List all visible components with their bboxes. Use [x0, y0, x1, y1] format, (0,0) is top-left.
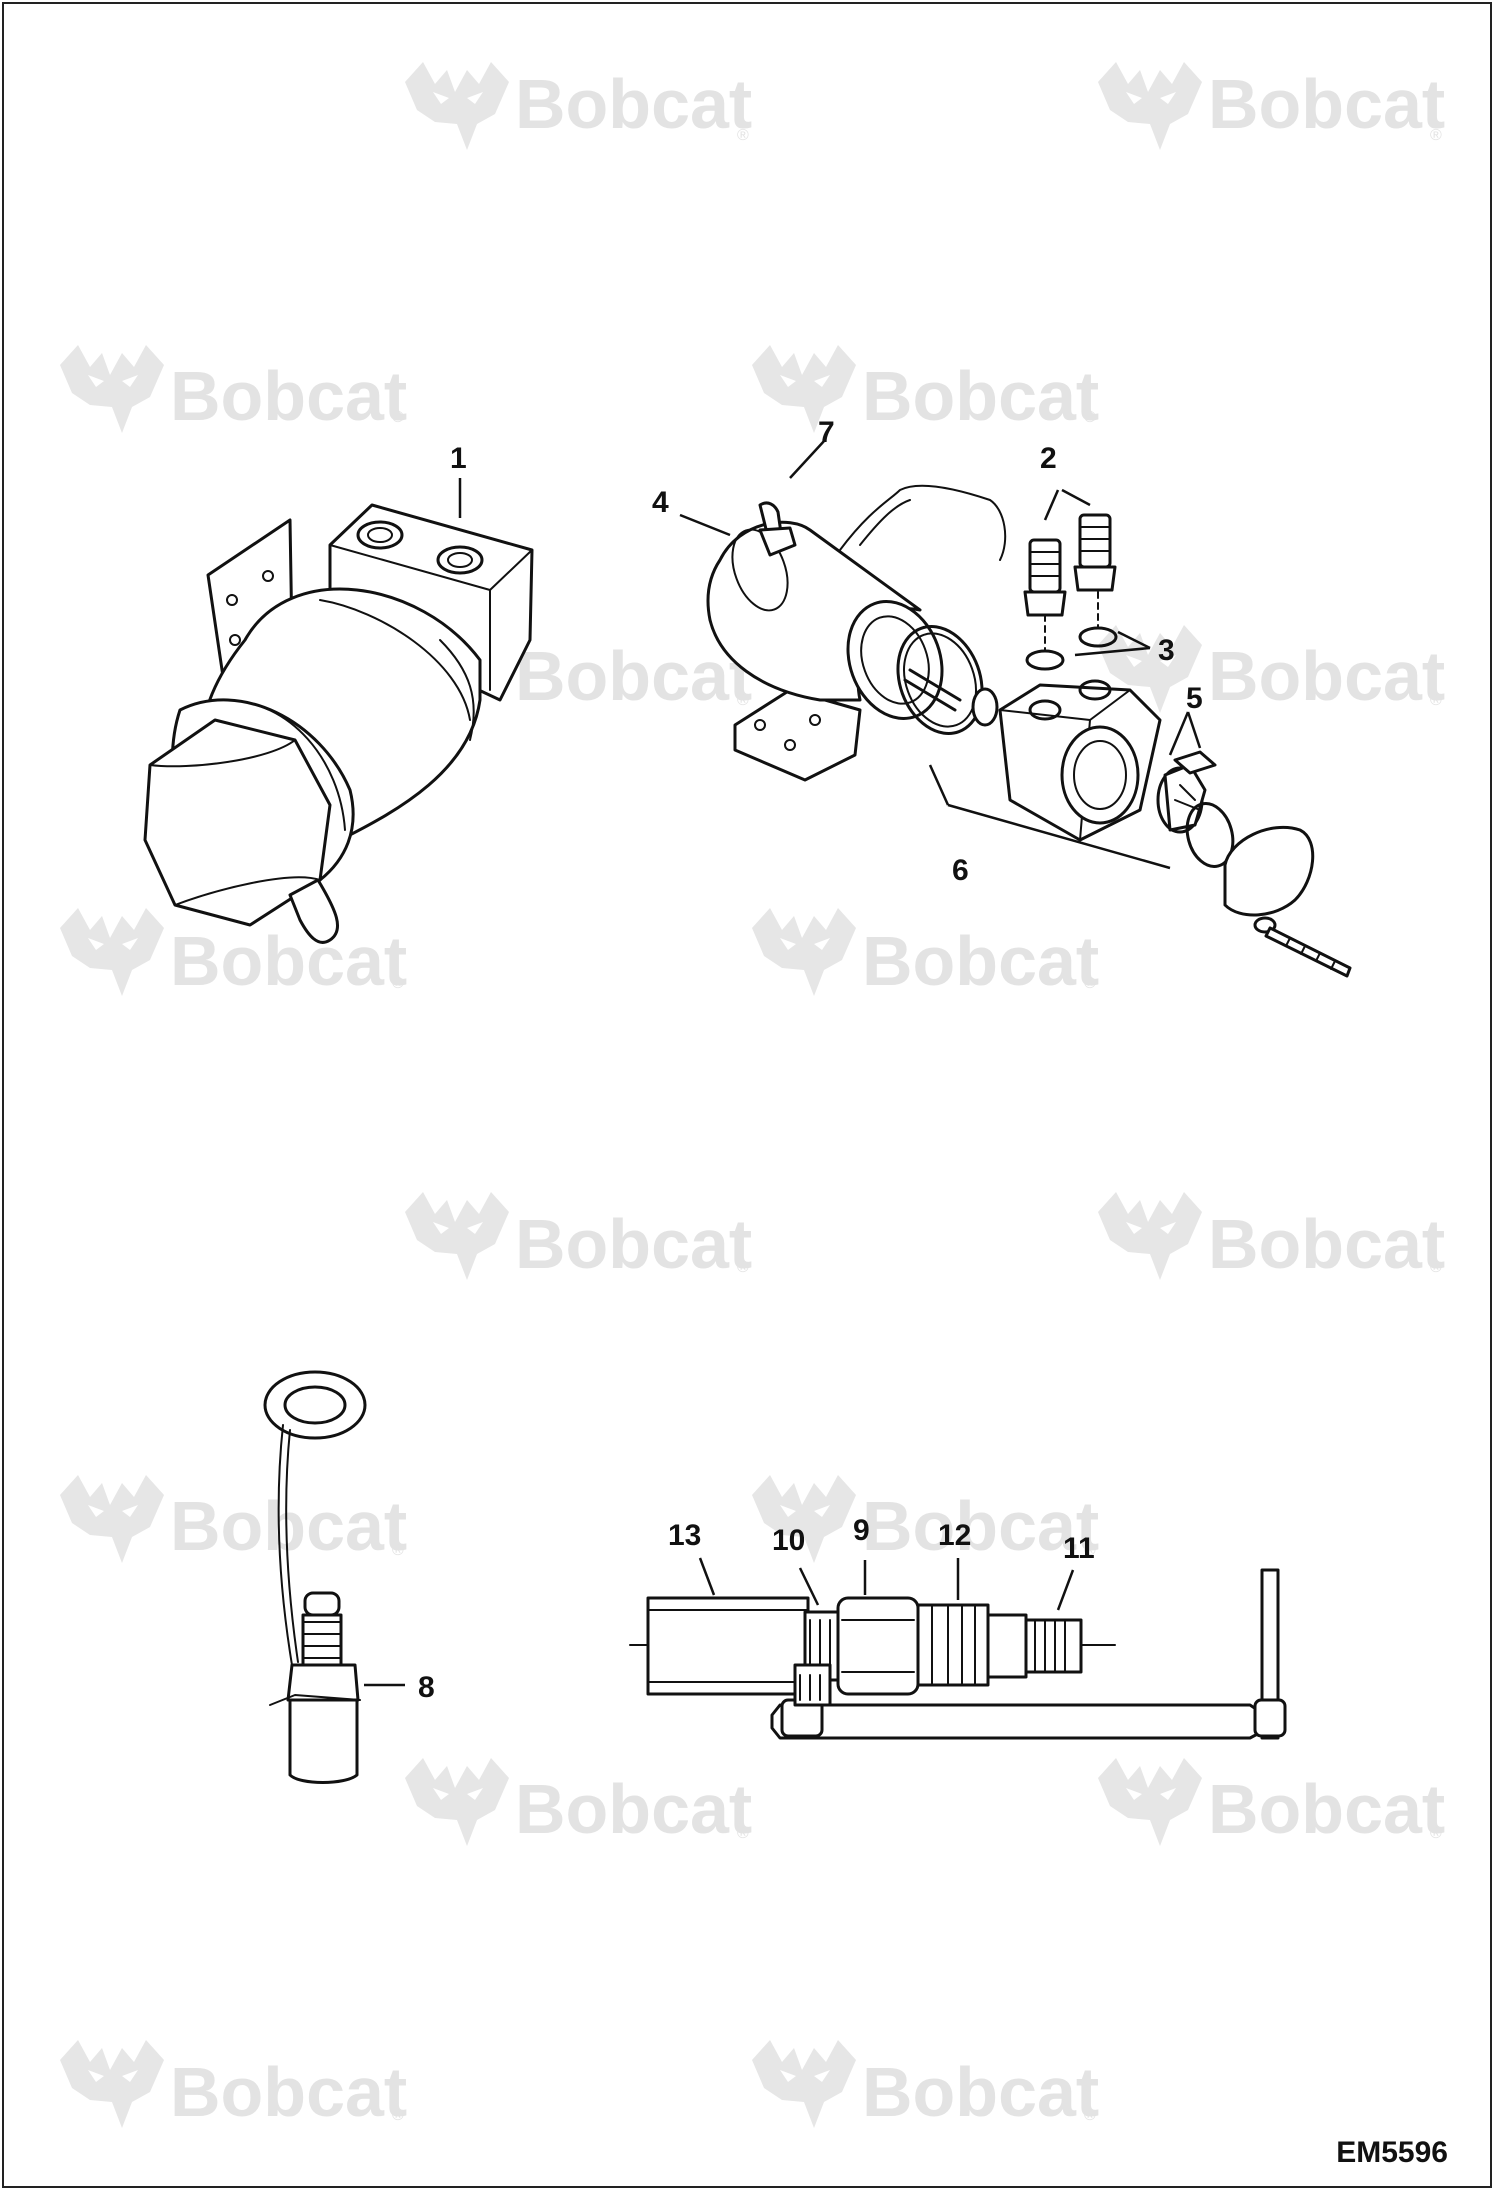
watermark-reg-mark: ®: [1430, 127, 1442, 144]
callout-8: 8: [418, 1671, 435, 1704]
exploded-pump-drawing: [679, 439, 1352, 978]
callout-5: 5: [1186, 682, 1203, 715]
callout-10: 10: [772, 1524, 805, 1557]
watermark-reg-mark: ®: [737, 1259, 749, 1276]
watermark-reg-mark: ®: [1430, 1825, 1442, 1842]
watermark-reg-mark: ®: [1084, 2107, 1096, 2124]
watermark-reg-mark: ®: [392, 1542, 404, 1559]
watermark-text: Bobcat: [515, 65, 752, 143]
watermark-reg-mark: ®: [1430, 692, 1442, 709]
watermark-text: Bobcat: [1208, 1770, 1445, 1848]
watermark-layer: Bobcat ® Bobcat ® Bobcat ® Bobcat ® Bobc…: [60, 62, 1445, 2131]
watermark-reg-mark: ®: [392, 975, 404, 992]
coupler-cap-drawing: [263, 1370, 405, 1784]
watermark-reg-mark: ®: [737, 127, 749, 144]
watermark-reg-mark: ®: [1084, 975, 1096, 992]
callout-12: 12: [938, 1519, 971, 1552]
callout-13: 13: [668, 1519, 701, 1552]
watermark-text: Bobcat: [170, 2053, 407, 2131]
watermark-text: Bobcat: [170, 1487, 407, 1565]
watermark-reg-mark: ®: [1430, 1259, 1442, 1276]
callout-11: 11: [1063, 1532, 1095, 1565]
watermark-reg-mark: ®: [392, 2107, 404, 2124]
watermark-reg-mark: ®: [1084, 409, 1096, 426]
callout-4: 4: [652, 486, 669, 519]
watermark-reg-mark: ®: [737, 692, 749, 709]
watermark-text: Bobcat: [862, 2053, 1099, 2131]
watermark-text: Bobcat: [515, 637, 752, 715]
watermark-text: Bobcat: [170, 922, 407, 1000]
watermark-reg-mark: ®: [1084, 1542, 1096, 1559]
callout-7: 7: [818, 416, 835, 449]
callout-6: 6: [952, 854, 969, 887]
watermark-text: Bobcat: [862, 357, 1099, 435]
callout-2: 2: [1040, 442, 1057, 475]
watermark-reg-mark: ®: [737, 1825, 749, 1842]
callout-1: 1: [450, 442, 467, 475]
watermark-text: Bobcat: [1208, 65, 1445, 143]
watermark-text: Bobcat: [515, 1205, 752, 1283]
watermark-text: Bobcat: [1208, 637, 1445, 715]
pump-assembly-drawing: [143, 478, 534, 944]
watermark-text: Bobcat: [1208, 1205, 1445, 1283]
watermark-text: Bobcat: [862, 922, 1099, 1000]
watermark-text: Bobcat: [515, 1770, 752, 1848]
callout-9: 9: [853, 1514, 870, 1547]
watermark-reg-mark: ®: [392, 409, 404, 426]
watermark-text: Bobcat: [170, 357, 407, 435]
coupler-bracket-drawing: [629, 1557, 1287, 1740]
drawing-code: EM5596: [1336, 2136, 1448, 2169]
watermark-text: Bobcat: [862, 1487, 1099, 1565]
callout-3: 3: [1158, 634, 1175, 667]
